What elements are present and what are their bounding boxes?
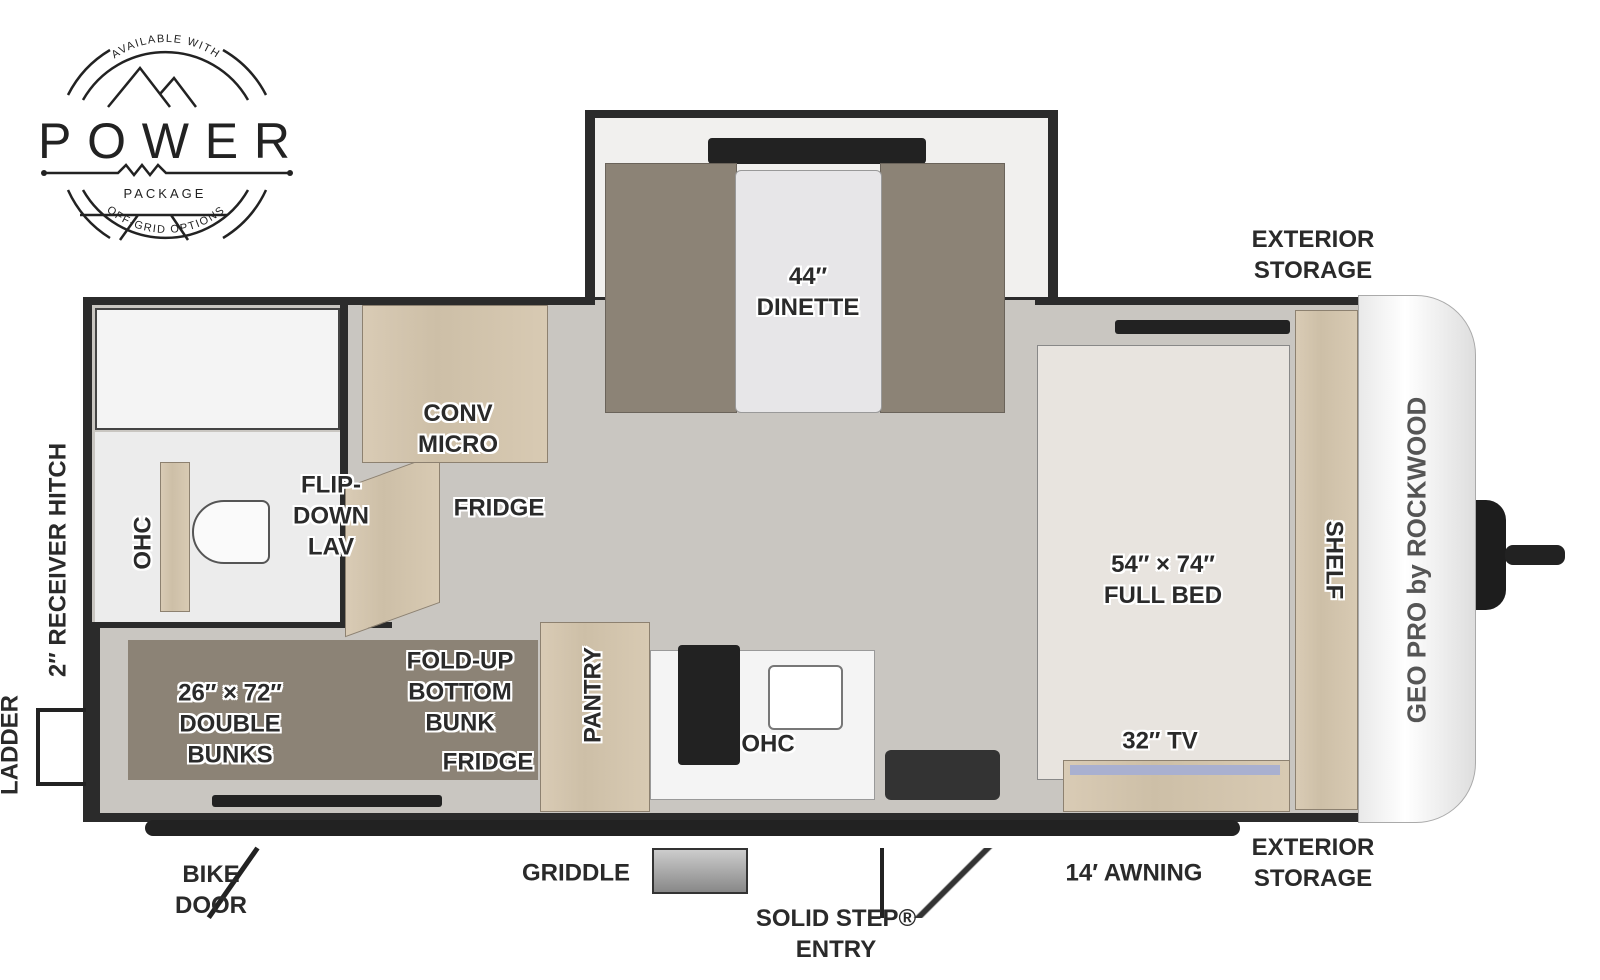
sink: [768, 665, 843, 730]
ladder-icon: [36, 708, 86, 786]
double-bunks: [128, 640, 538, 780]
bath-ohc: [160, 462, 190, 612]
awning[interactable]: [145, 820, 1240, 836]
pantry-cabinet: [540, 622, 650, 812]
shower: [95, 308, 340, 430]
stove: [678, 645, 740, 765]
dinette-table: [735, 170, 882, 413]
dinette-bench-left: [605, 163, 737, 413]
conv-micro-cabinet: [362, 305, 548, 463]
brand-badge: GEO PRO by ROCKWOOD: [1401, 396, 1432, 724]
logo-sub: PACKAGE: [124, 186, 207, 201]
bunk-wall: [92, 625, 100, 813]
griddle[interactable]: [652, 848, 748, 894]
label-awning: 14′ AWNING: [1065, 859, 1203, 887]
label-entry: SOLID STEP®ENTRY: [755, 905, 917, 963]
bunk-window: [212, 795, 442, 807]
toilet: [192, 500, 270, 564]
dinette-bench-right: [880, 163, 1005, 413]
bath-wall-bottom: [92, 622, 392, 628]
full-bed: [1037, 345, 1290, 780]
power-package-logo: AVAILABLE WITH OFF-GRID OPTIONS POWER PA…: [38, 33, 293, 241]
label-full-bed: 54″ × 74″FULL BED: [1103, 551, 1223, 609]
label-dinette: 44″DINETTE: [756, 263, 860, 321]
label-ohc-bath: OHC: [129, 516, 157, 570]
shelf: [1295, 310, 1358, 810]
hitch: [1476, 500, 1506, 610]
label-fridge-upper: FRIDGE: [453, 494, 545, 522]
label-ladder: LADDER: [0, 695, 24, 795]
bed-window: [1115, 320, 1290, 334]
entry-step: [885, 750, 1000, 800]
bath-wall: [340, 305, 348, 625]
entry-door[interactable]: [880, 848, 1020, 918]
label-pantry: PANTRY: [579, 647, 607, 743]
tv: [1070, 765, 1280, 775]
hitch-coupler: [1505, 545, 1565, 565]
dinette-window: [708, 138, 926, 164]
label-ohc-kitchen: OHC: [741, 730, 795, 758]
label-griddle: GRIDDLE: [522, 859, 630, 887]
label-tv: 32″ TV: [1122, 727, 1198, 755]
label-shelf: SHELF: [1320, 520, 1348, 600]
label-fridge-lower: FRIDGE: [442, 748, 534, 776]
front-cap: [1358, 295, 1476, 823]
label-receiver-hitch: 2″ RECEIVER HITCH: [44, 442, 72, 678]
